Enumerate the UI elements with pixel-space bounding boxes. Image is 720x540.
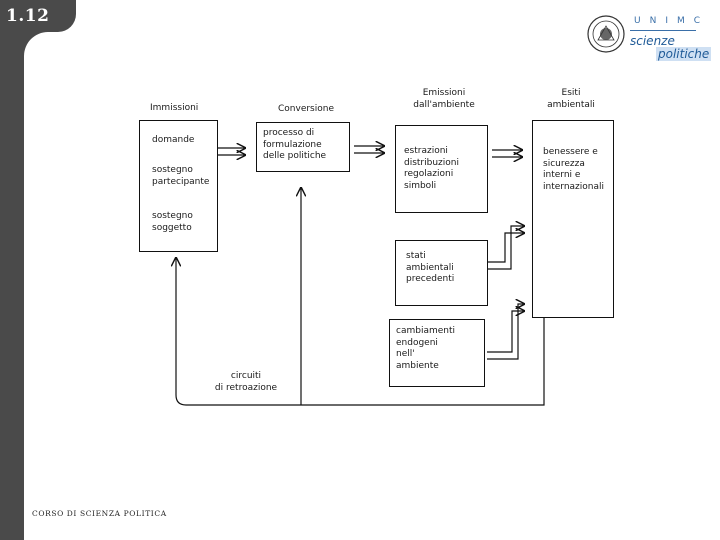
- header-outputs: Emissioni dall'ambiente: [413, 88, 475, 110]
- input-support-subject: sostegno soggetto: [152, 211, 193, 233]
- header-conversion: Conversione: [278, 104, 334, 114]
- feedback-label: circuiti di retroazione: [214, 371, 278, 393]
- header-inputs: Immissioni: [150, 103, 199, 113]
- outcomes-box: benessere e sicurezza interni e internaz…: [532, 120, 614, 318]
- conversion-text: processo di formulazione delle politiche: [263, 128, 327, 161]
- outputs-box: estrazioni distribuzioni regolazioni sim…: [395, 125, 488, 213]
- slide-number-tab: 1.12: [0, 0, 76, 32]
- university-logo: UNIMC scienze politiche: [586, 12, 712, 72]
- conversion-box: processo di formulazione delle politiche: [256, 122, 350, 172]
- env-prev-state-box: stati ambientali precedenti: [395, 240, 488, 306]
- logo-divider: [630, 30, 696, 31]
- input-support-participant: sostegno partecipante: [152, 165, 210, 187]
- input-demands: domande: [152, 135, 195, 145]
- logo-word-2: politiche: [656, 47, 712, 61]
- left-sidebar-band: [0, 0, 24, 540]
- outcomes-text: benessere e sicurezza interni e internaz…: [543, 147, 604, 192]
- flow-arrows: [176, 146, 545, 406]
- header-environment: Esiti ambientali: [547, 88, 595, 110]
- inputs-box: domande sostegno partecipante sostegno s…: [139, 120, 218, 252]
- seal-icon: [587, 15, 625, 53]
- env-change-box: cambiamenti endogeni nell' ambiente: [389, 319, 485, 387]
- outputs-text: estrazioni distribuzioni regolazioni sim…: [404, 146, 459, 191]
- slide-number: 1.12: [6, 6, 50, 26]
- env-change-text: cambiamenti endogeni nell' ambiente: [396, 326, 455, 371]
- logo-letters: UNIMC: [634, 16, 710, 26]
- logo-word-1: scienze: [630, 34, 675, 48]
- env-prev-state-text: stati ambientali precedenti: [406, 251, 455, 284]
- course-footer: CORSO DI SCIENZA POLITICA: [32, 509, 167, 518]
